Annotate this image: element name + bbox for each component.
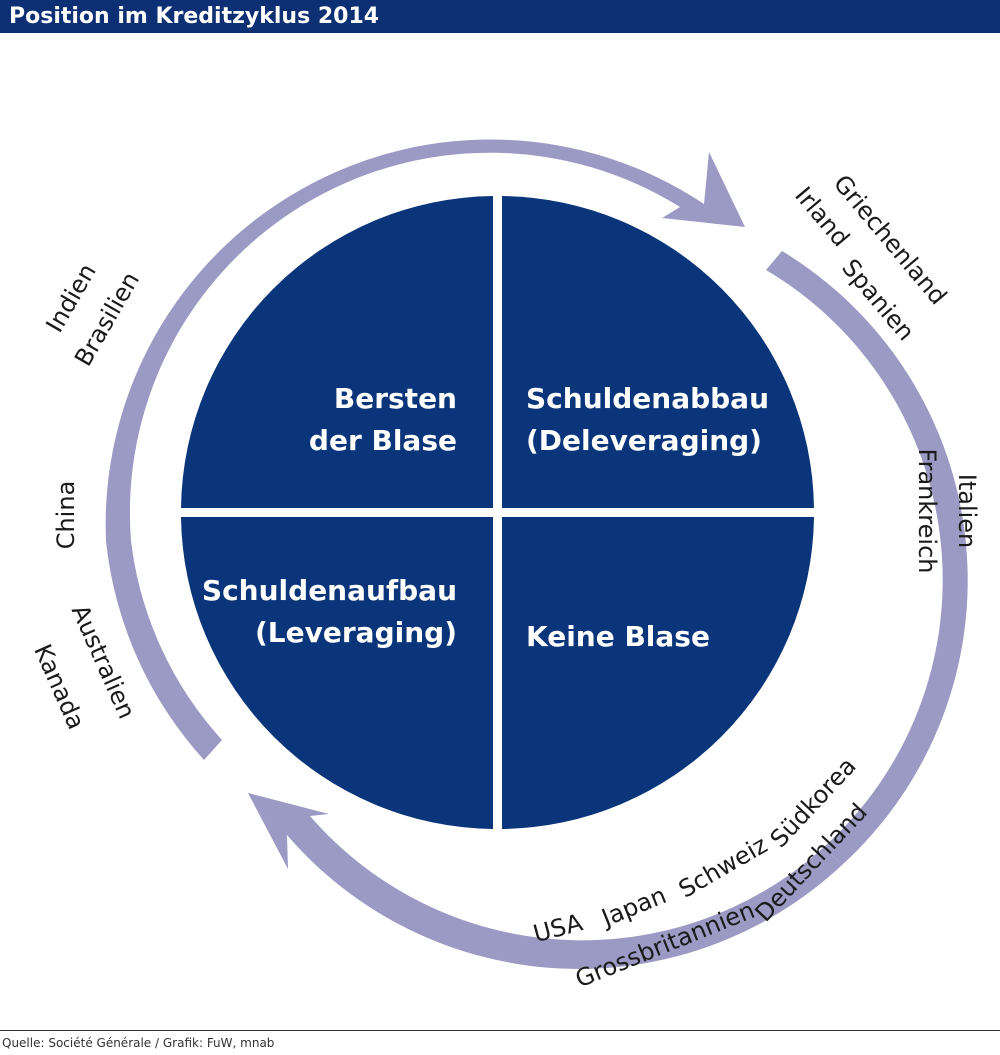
quadrant-top-left bbox=[181, 196, 493, 508]
arc-band-right bbox=[766, 251, 968, 865]
label-top-right-line2: (Deleveraging) bbox=[526, 424, 762, 457]
country-japan: Japan bbox=[596, 881, 670, 933]
quadrant-bottom-left bbox=[181, 517, 493, 829]
country-kanada: Kanada bbox=[28, 640, 90, 734]
country-italien: Italien bbox=[953, 474, 981, 549]
label-top-left-line1: Bersten bbox=[334, 382, 457, 415]
cycle-arrows bbox=[105, 139, 968, 969]
source-note: Quelle: Société Générale / Grafik: FuW, … bbox=[2, 1036, 275, 1050]
label-top-left-line2: der Blase bbox=[309, 424, 457, 457]
label-bottom-right-line1: Keine Blase bbox=[526, 620, 710, 653]
quadrant-top-right bbox=[502, 196, 814, 508]
footer-divider bbox=[0, 1030, 1000, 1031]
label-bottom-left-line2: (Leveraging) bbox=[255, 616, 457, 649]
quadrants bbox=[181, 196, 814, 829]
arc-arrow-bottom bbox=[248, 793, 842, 969]
label-top-right-line1: Schuldenabbau bbox=[526, 382, 769, 415]
page-title: Position im Kreditzyklus 2014 bbox=[0, 0, 1000, 33]
quadrant-labels: Bersten der Blase Schuldenabbau (Delever… bbox=[202, 382, 769, 653]
country-frankreich: Frankreich bbox=[913, 449, 941, 574]
country-schweiz: Schweiz bbox=[674, 831, 772, 904]
label-bottom-left-line1: Schuldenaufbau bbox=[202, 574, 457, 607]
country-china: China bbox=[52, 481, 80, 550]
arc-band-left bbox=[106, 541, 222, 760]
quadrant-bottom-right bbox=[502, 517, 814, 829]
